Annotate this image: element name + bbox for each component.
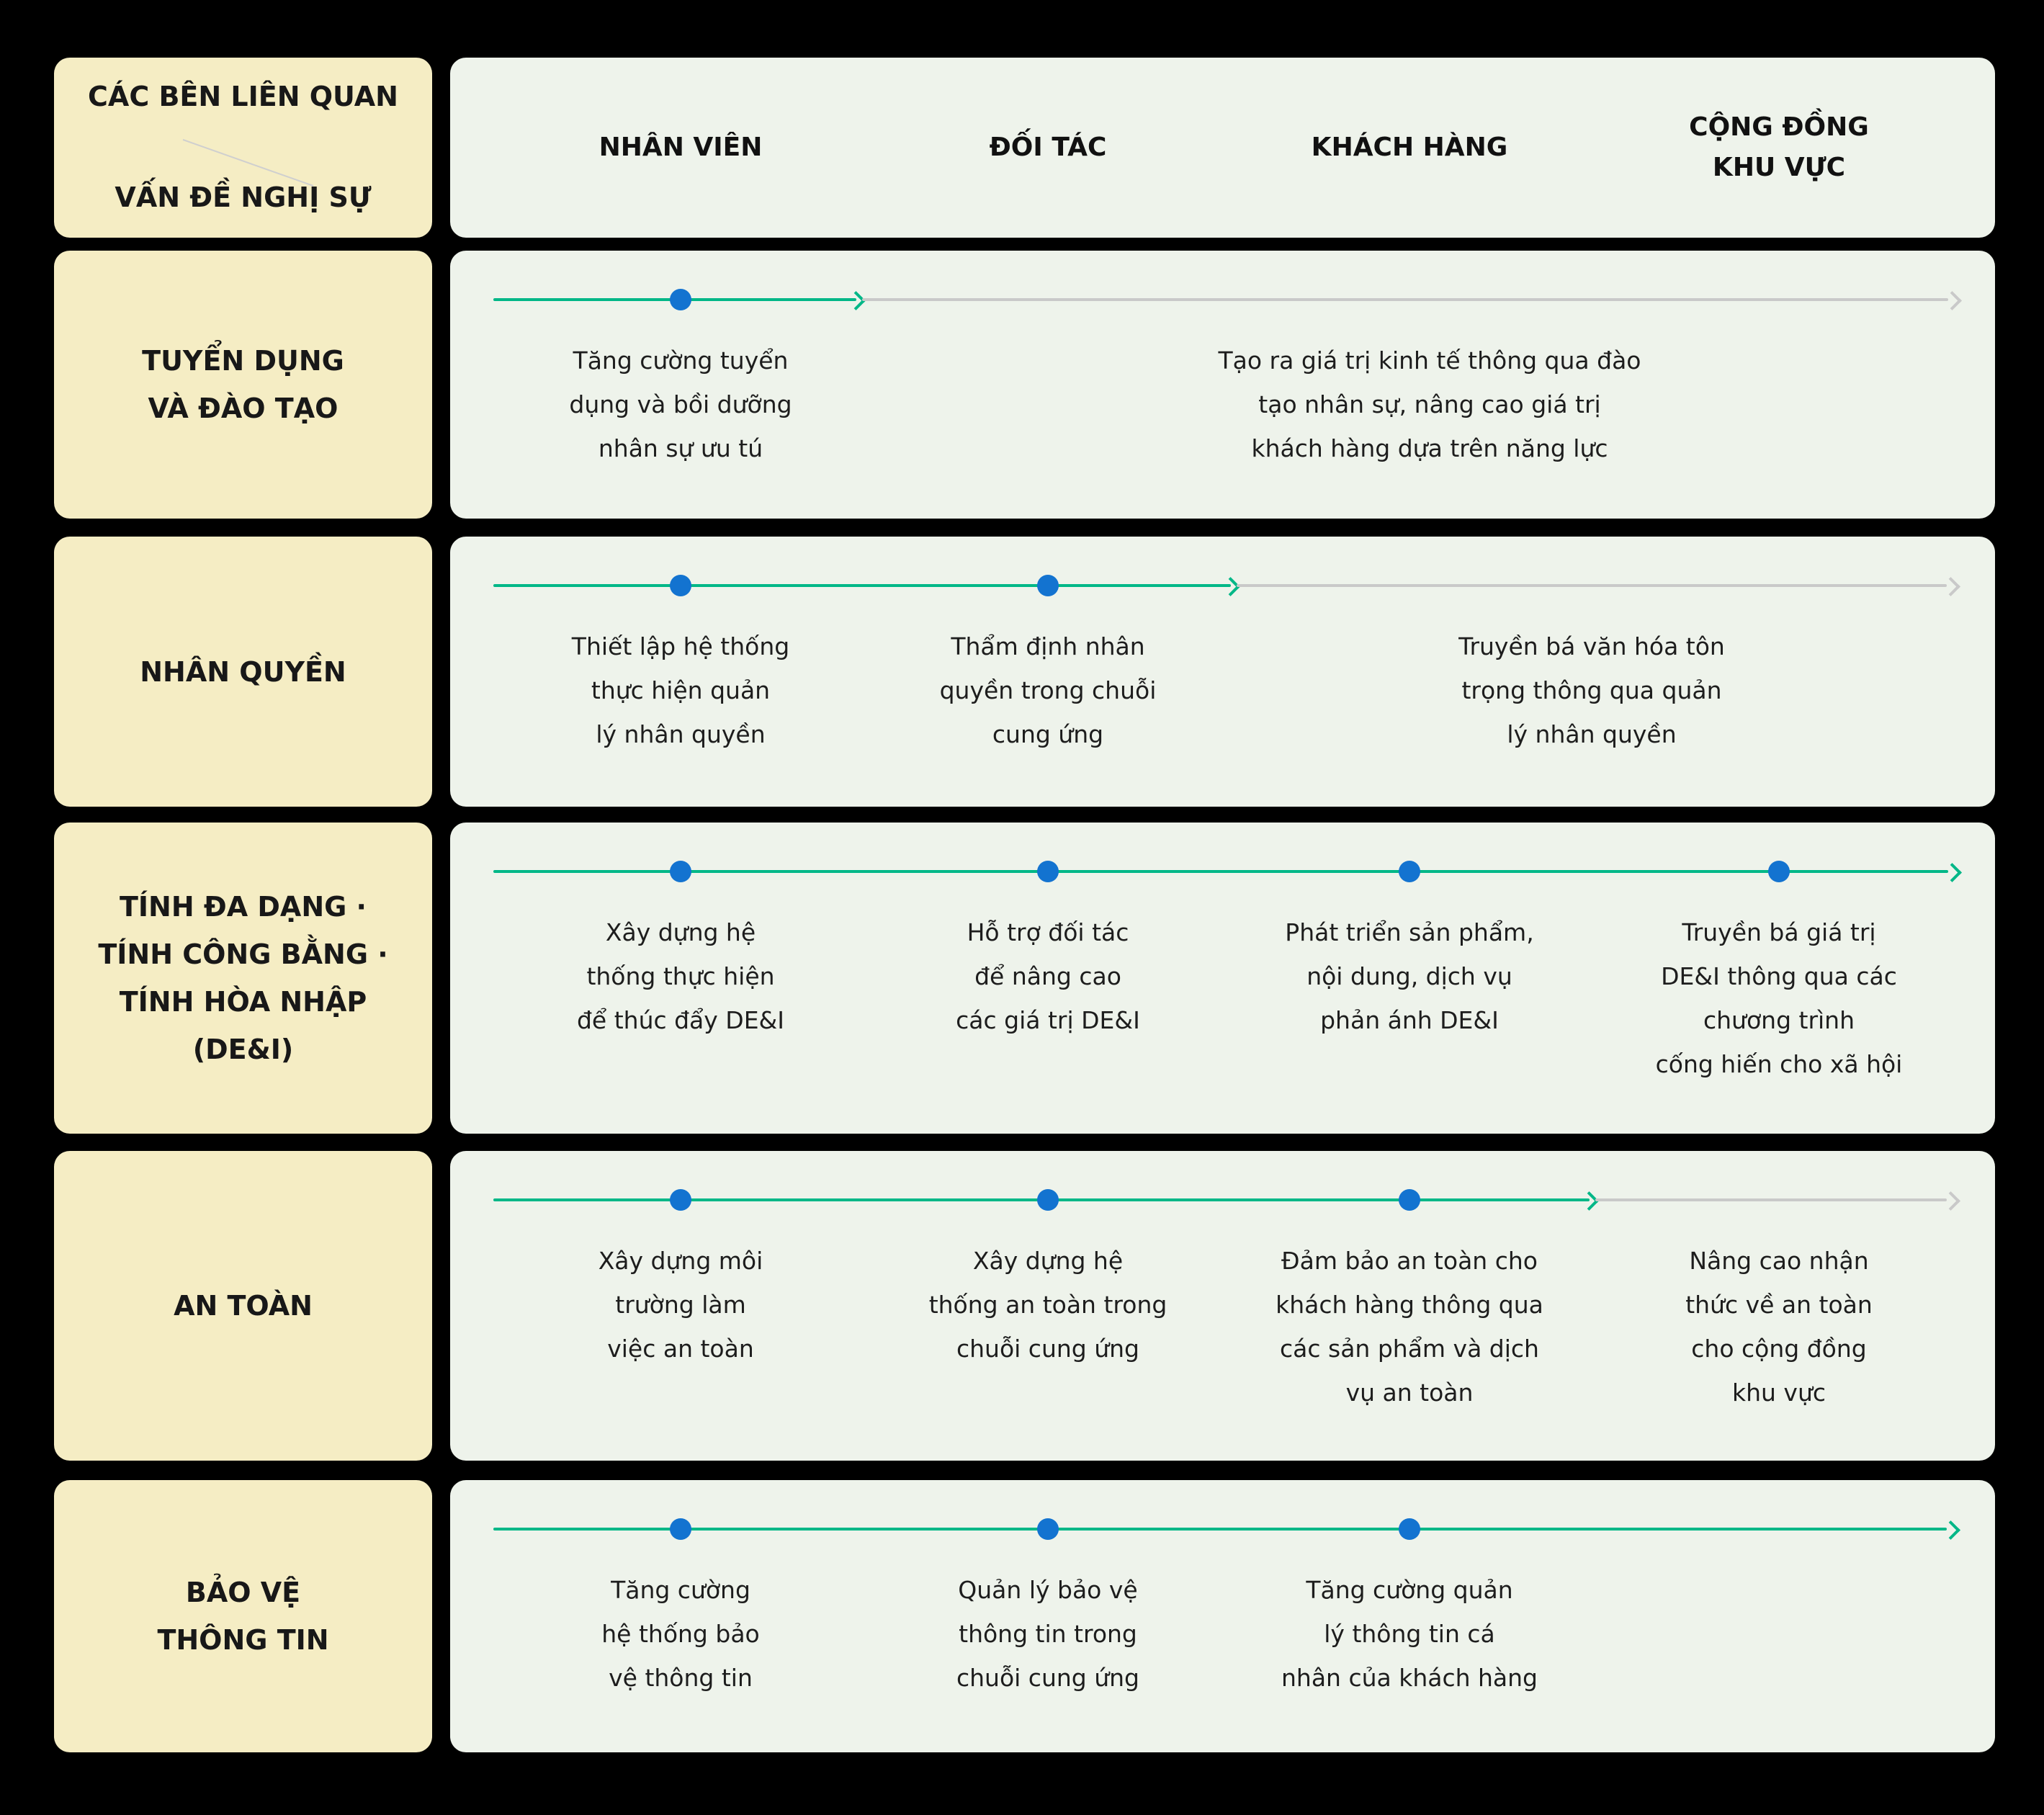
initiative-text: Tăng cường hệ thống bảo vệ thông tin	[601, 1576, 760, 1692]
timeline-gray-segment	[862, 298, 1948, 301]
corner-stakeholders-label: CÁC BÊN LIÊN QUAN	[88, 81, 398, 112]
row-label-human-rights: NHÂN QUYỀN	[54, 537, 432, 807]
initiative-text: Thiết lập hệ thống thực hiện quản lý nhâ…	[571, 632, 790, 748]
stakeholder-header-community: CỘNG ĐỒNG KHU VỰC	[1689, 112, 1869, 182]
row-content-dei: Xây dựng hệ thống thực hiện để thúc đẩy …	[450, 823, 1995, 1134]
initiative-text: Tăng cường quản lý thông tin cá nhân của…	[1281, 1576, 1538, 1692]
arrowhead-gray-icon	[1941, 577, 1960, 596]
timeline-dot-employees	[670, 1518, 691, 1540]
initiative-text: Tạo ra giá trị kinh tế thông qua đào tạo…	[1218, 346, 1641, 462]
row-label-safety: AN TOÀN	[54, 1151, 432, 1461]
row-content-recruitment-training: Tăng cường tuyển dụng và bồi dưỡng nhân …	[450, 251, 1995, 519]
row-label-dei: TÍNH ĐA DẠNG · TÍNH CÔNG BẰNG · TÍNH HÒA…	[54, 823, 432, 1134]
timeline-dot-partners	[1037, 1189, 1059, 1211]
initiative-text: Thẩm định nhân quyền trong chuỗi cung ứn…	[939, 632, 1157, 748]
timeline-dot-employees	[670, 861, 691, 882]
initiative-text: Nâng cao nhận thức về an toàn cho cộng đ…	[1685, 1247, 1873, 1407]
arrowhead-gray-icon	[1942, 291, 1962, 310]
arrowhead-teal-icon	[1941, 1520, 1960, 1540]
initiative-text: Phát triển sản phẩm, nội dung, dịch vụ p…	[1285, 918, 1534, 1034]
stakeholder-header-employees: NHÂN VIÊN	[599, 133, 763, 162]
stakeholder-header-customers: KHÁCH HÀNG	[1311, 133, 1508, 162]
initiative-text: Hỗ trợ đối tác để nâng cao các giá trị D…	[956, 918, 1140, 1034]
row-content-information-protection: Tăng cường hệ thống bảo vệ thông tin Quả…	[450, 1480, 1995, 1752]
timeline-gray-segment	[1237, 584, 1947, 587]
stakeholder-header-partners: ĐỐI TÁC	[989, 133, 1107, 162]
row-label-information-protection: BẢO VỆ THÔNG TIN	[54, 1480, 432, 1752]
row-content-safety: Xây dựng môi trường làm việc an toàn Xây…	[450, 1151, 1995, 1461]
initiative-text: Xây dựng hệ thống thực hiện để thúc đẩy …	[576, 918, 785, 1034]
arrowhead-gray-icon	[1941, 1191, 1960, 1211]
initiative-text: Quản lý bảo vệ thông tin trong chuỗi cun…	[956, 1576, 1139, 1692]
timeline-dot-employees	[670, 575, 691, 596]
initiative-text: Xây dựng hệ thống an toàn trong chuỗi cu…	[928, 1247, 1167, 1363]
timeline-teal-segment	[493, 870, 1948, 873]
row-label-recruitment-training: TUYỂN DỤNG VÀ ĐÀO TẠO	[54, 251, 432, 519]
corner-diagonal-divider	[182, 139, 314, 187]
row-content-human-rights: Thiết lập hệ thống thực hiện quản lý nhâ…	[450, 537, 1995, 807]
timeline-dot-partners	[1037, 1518, 1059, 1540]
timeline-dot-customers	[1399, 1518, 1420, 1540]
timeline-teal-segment	[493, 1528, 1947, 1531]
initiative-text: Xây dựng môi trường làm việc an toàn	[598, 1247, 763, 1363]
timeline-dot-partners	[1037, 575, 1059, 596]
initiative-text: Truyền bá giá trị DE&I thông qua các chư…	[1655, 918, 1903, 1078]
corner-cell: CÁC BÊN LIÊN QUAN VẤN ĐỀ NGHỊ SỰ	[54, 58, 432, 238]
timeline-dot-employees	[670, 289, 691, 310]
stakeholder-header-row: NHÂN VIÊN ĐỐI TÁC KHÁCH HÀNG CỘNG ĐỒNG K…	[450, 58, 1995, 238]
initiative-text: Đảm bảo an toàn cho khách hàng thông qua…	[1276, 1247, 1543, 1407]
timeline-dot-customers	[1399, 1189, 1420, 1211]
initiative-text: Truyền bá văn hóa tôn trọng thông qua qu…	[1458, 632, 1725, 748]
initiative-text: Tăng cường tuyển dụng và bồi dưỡng nhân …	[569, 346, 792, 462]
timeline-dot-partners	[1037, 861, 1059, 882]
timeline-dot-employees	[670, 1189, 691, 1211]
arrowhead-teal-icon	[1942, 863, 1962, 882]
timeline-dot-community	[1768, 861, 1790, 882]
timeline-gray-segment	[1595, 1198, 1947, 1201]
timeline-dot-customers	[1399, 861, 1420, 882]
timeline-teal-segment	[493, 584, 1231, 587]
corner-agenda-label: VẤN ĐỀ NGHỊ SỰ	[115, 182, 372, 213]
